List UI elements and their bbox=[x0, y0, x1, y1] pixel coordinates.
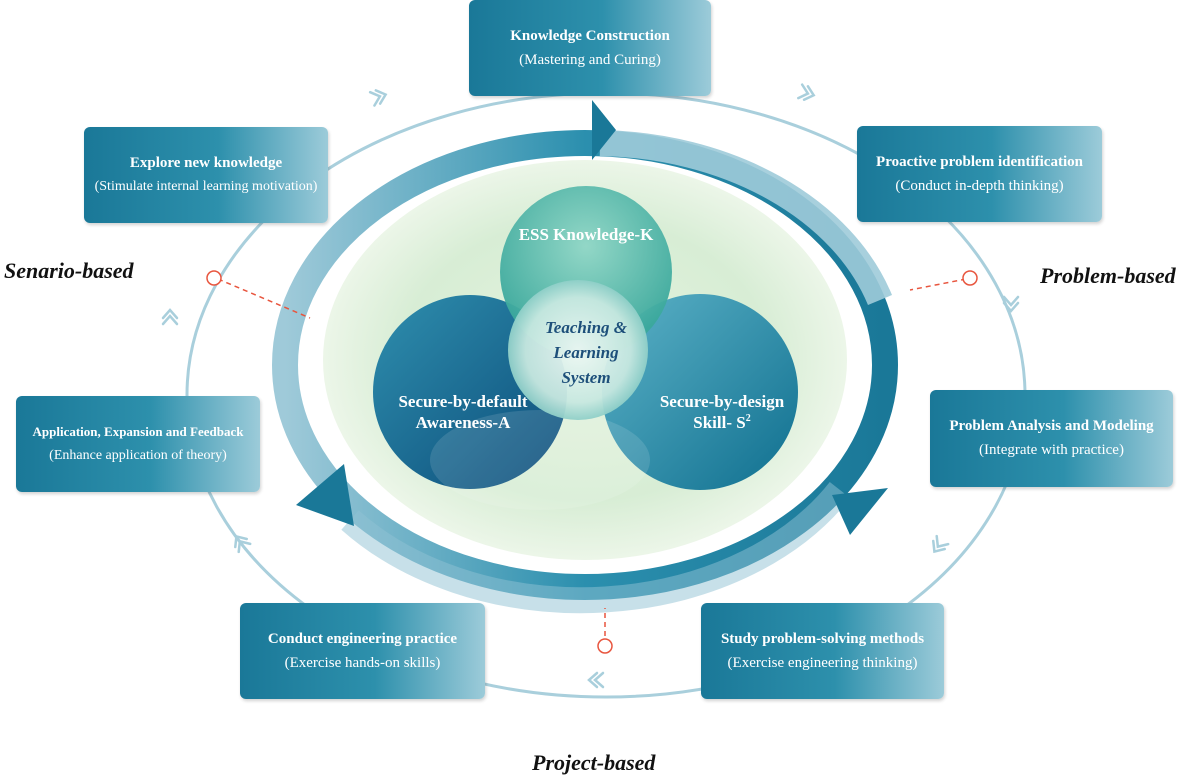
center-label-line2: Learning bbox=[552, 343, 619, 362]
box-subtitle: (Conduct in-depth thinking) bbox=[895, 177, 1064, 194]
venn-circle-center bbox=[508, 280, 648, 420]
thick-cycle-ring bbox=[272, 130, 898, 614]
box-subtitle: (Mastering and Curing) bbox=[519, 51, 661, 68]
venn-right-label-line2: Skill- S2 bbox=[693, 413, 750, 432]
box-problem-analysis: Problem Analysis and Modeling (Integrate… bbox=[930, 390, 1173, 487]
venn-left-label-line1: Secure-by-default bbox=[398, 392, 527, 411]
center-label-line3: System bbox=[561, 368, 610, 387]
box-title: Proactive problem identification bbox=[876, 153, 1083, 170]
box-knowledge-construction: Knowledge Construction (Mastering and Cu… bbox=[469, 0, 711, 96]
box-title: Knowledge Construction bbox=[510, 27, 670, 44]
ring-arrow-right bbox=[832, 488, 888, 535]
box-subtitle: (Enhance application of theory) bbox=[49, 447, 227, 463]
side-label-right: Problem-based bbox=[1040, 263, 1176, 288]
box-subtitle: (Exercise engineering thinking) bbox=[727, 654, 918, 671]
side-label-left: Senario-based bbox=[4, 258, 134, 283]
box-subtitle: (Stimulate internal learning motivation) bbox=[94, 178, 318, 194]
box-subtitle: (Integrate with practice) bbox=[979, 442, 1124, 458]
box-title: Problem Analysis and Modeling bbox=[949, 418, 1154, 434]
box-engineering-practice: Conduct engineering practice (Exercise h… bbox=[240, 603, 485, 699]
ring-arrow-left bbox=[296, 464, 354, 526]
box-title: Conduct engineering practice bbox=[267, 630, 458, 647]
side-connectors bbox=[206, 270, 978, 654]
box-study-methods: Study problem-solving methods (Exercise … bbox=[701, 603, 944, 699]
box-explore-knowledge: Explore new knowledge (Stimulate interna… bbox=[84, 127, 328, 223]
outer-ring-chevrons bbox=[161, 83, 1020, 689]
venn-circle-right bbox=[602, 294, 798, 490]
venn-left-label-line2: Awareness-A bbox=[416, 413, 511, 432]
venn-right-label-line1: Secure-by-design bbox=[660, 392, 785, 411]
center-label-line1: Teaching & bbox=[545, 318, 628, 337]
box-application-feedback: Application, Expansion and Feedback (Enh… bbox=[16, 396, 260, 492]
box-title: Study problem-solving methods bbox=[720, 630, 925, 647]
venn-group bbox=[373, 186, 798, 510]
box-title: Explore new knowledge bbox=[129, 154, 283, 171]
side-label-bottom: Project-based bbox=[532, 750, 656, 775]
venn-top-label: ESS Knowledge-K bbox=[519, 225, 654, 244]
box-proactive-identification: Proactive problem identification (Conduc… bbox=[857, 126, 1102, 222]
box-subtitle: (Exercise hands-on skills) bbox=[284, 654, 441, 671]
ring-arrow-top bbox=[592, 100, 616, 160]
box-title: Application, Expansion and Feedback bbox=[32, 423, 244, 439]
